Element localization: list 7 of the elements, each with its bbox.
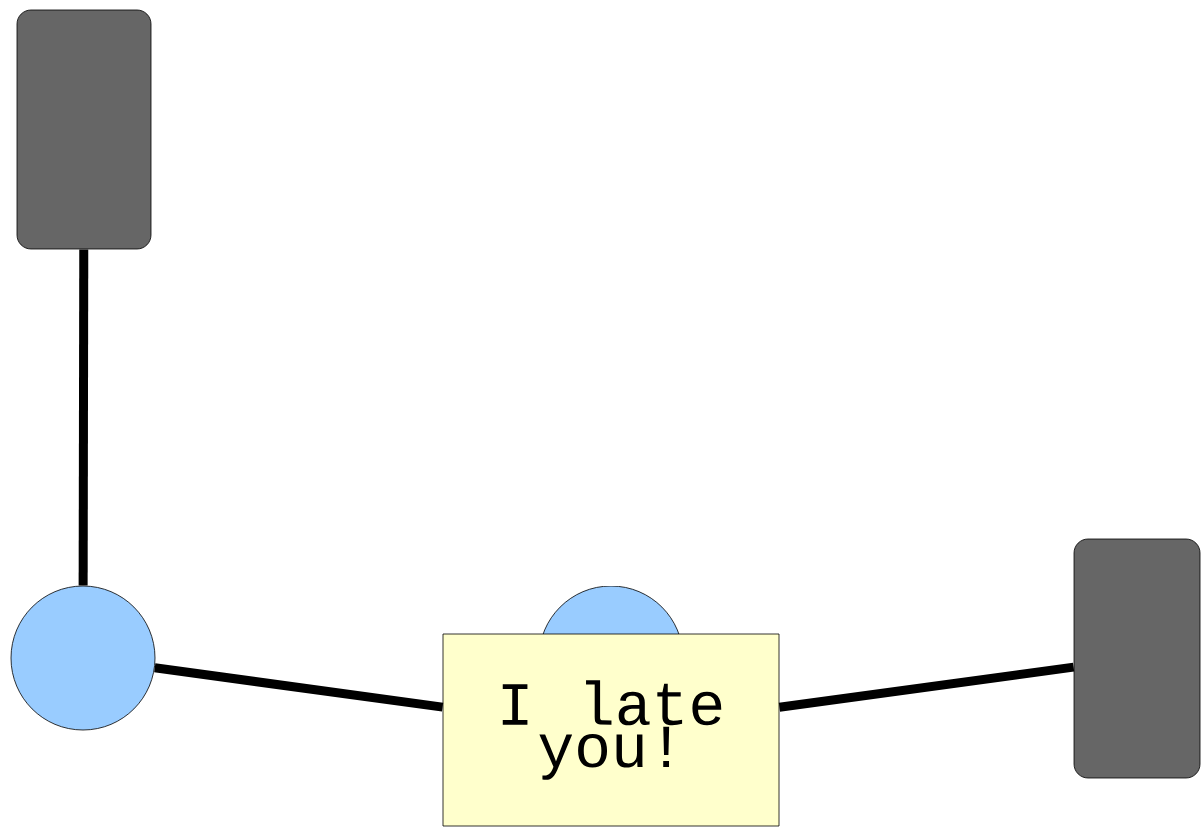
rounded-rectangle xyxy=(16,9,152,250)
connector-line xyxy=(78,249,89,586)
rounded-rectangle xyxy=(1073,538,1201,779)
connector-line xyxy=(778,662,1075,712)
connector-line xyxy=(154,663,444,712)
circle xyxy=(10,585,156,731)
note-box: I late you! xyxy=(442,633,780,827)
